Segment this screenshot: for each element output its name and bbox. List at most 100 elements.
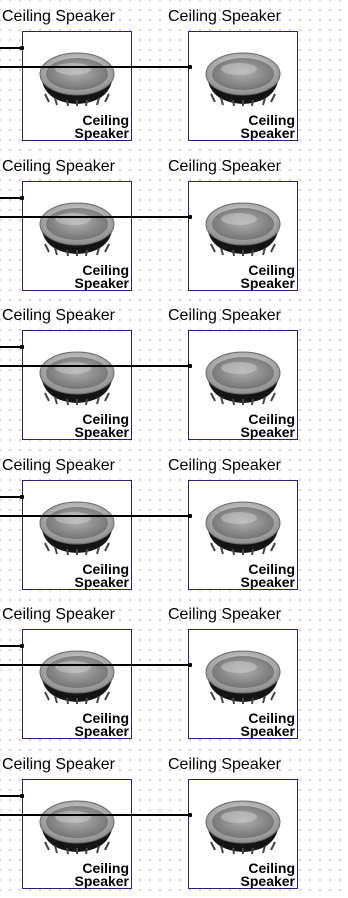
connection-wire[interactable] [0, 644, 24, 648]
block-title: Ceiling Speaker [2, 457, 115, 474]
connection-port[interactable] [188, 65, 192, 69]
ceiling-speaker-block[interactable]: Ceiling Speaker Ceiling Speaker [168, 8, 298, 150]
connection-port[interactable] [188, 215, 192, 219]
block-title: Ceiling Speaker [2, 307, 115, 324]
speaker-caption-line-2: Speaker [240, 723, 295, 739]
speaker-caption-line-1: Ceiling [248, 411, 295, 427]
speaker-caption-line-2: Speaker [74, 873, 129, 889]
speaker-caption-line-2: Speaker [240, 574, 295, 590]
speaker-symbol-box[interactable]: Ceiling Speaker [188, 31, 298, 141]
speaker-caption: Ceiling Speaker [240, 710, 295, 739]
block-title: Ceiling Speaker [168, 457, 281, 474]
ceiling-speaker-icon [193, 790, 293, 875]
speaker-caption-line-1: Ceiling [248, 860, 295, 876]
ceiling-speaker-block[interactable]: Ceiling Speaker Ceiling Speaker [168, 756, 298, 898]
speaker-caption: Ceiling Speaker [74, 561, 129, 590]
ceiling-speaker-icon [27, 640, 127, 725]
block-title: Ceiling Speaker [2, 8, 115, 25]
connection-wire[interactable] [0, 65, 192, 69]
connection-wire[interactable] [0, 794, 24, 798]
speaker-symbol-box[interactable]: Ceiling Speaker [22, 779, 132, 889]
ceiling-speaker-icon [193, 42, 293, 127]
speaker-caption: Ceiling Speaker [74, 112, 129, 141]
speaker-caption-line-2: Speaker [74, 125, 129, 141]
ceiling-speaker-block[interactable]: Ceiling Speaker Ceiling Speaker [2, 756, 132, 898]
speaker-caption-line-1: Ceiling [248, 710, 295, 726]
block-title: Ceiling Speaker [2, 158, 115, 175]
block-title: Ceiling Speaker [2, 606, 115, 623]
speaker-caption-line-2: Speaker [240, 873, 295, 889]
connection-wire[interactable] [0, 495, 24, 499]
speaker-symbol-box[interactable]: Ceiling Speaker [22, 629, 132, 739]
connection-port[interactable] [20, 794, 24, 798]
connection-port[interactable] [20, 495, 24, 499]
connection-wire[interactable] [0, 514, 192, 518]
connection-wire[interactable] [0, 46, 24, 50]
connection-port[interactable] [188, 514, 192, 518]
speaker-symbol-box[interactable]: Ceiling Speaker [22, 330, 132, 440]
connection-port[interactable] [188, 813, 192, 817]
speaker-caption: Ceiling Speaker [74, 710, 129, 739]
speaker-caption-line-1: Ceiling [82, 112, 129, 128]
speaker-caption: Ceiling Speaker [240, 262, 295, 291]
connection-wire[interactable] [0, 813, 192, 817]
speaker-caption: Ceiling Speaker [240, 860, 295, 889]
connection-port[interactable] [20, 345, 24, 349]
speaker-caption-line-2: Speaker [240, 275, 295, 291]
speaker-caption: Ceiling Speaker [74, 262, 129, 291]
speaker-caption-line-1: Ceiling [82, 710, 129, 726]
block-title: Ceiling Speaker [168, 606, 281, 623]
connection-wire[interactable] [0, 215, 192, 219]
speaker-caption-line-2: Speaker [74, 574, 129, 590]
speaker-caption: Ceiling Speaker [240, 562, 295, 590]
ceiling-speaker-block[interactable]: Ceiling Speaker Ceiling Speaker [2, 8, 132, 150]
speaker-caption-line-1: Ceiling [82, 411, 129, 427]
ceiling-speaker-block[interactable]: Ceiling Speaker Ceiling Speaker [2, 158, 132, 300]
block-title: Ceiling Speaker [168, 8, 281, 25]
speaker-caption-line-2: Speaker [240, 424, 295, 440]
block-title: Ceiling Speaker [168, 158, 281, 175]
connection-wire[interactable] [0, 345, 24, 349]
speaker-symbol-box[interactable]: Ceiling Speaker [188, 330, 298, 440]
ceiling-speaker-block[interactable]: Ceiling Speaker Ceiling Speaker [168, 307, 298, 449]
ceiling-speaker-block[interactable]: Ceiling Speaker Ceiling Speaker [2, 307, 132, 449]
block-title: Ceiling Speaker [168, 307, 281, 324]
speaker-caption-line-1: Ceiling [248, 262, 295, 278]
speaker-symbol-box[interactable]: Ceiling Speaker [22, 31, 132, 141]
ceiling-speaker-block[interactable]: Ceiling Speaker Ceiling Speaker [168, 606, 298, 748]
block-title: Ceiling Speaker [168, 756, 281, 773]
speaker-caption: Ceiling Speaker [74, 860, 129, 889]
speaker-caption-line-1: Ceiling [82, 860, 129, 876]
speaker-symbol-box[interactable]: Ceiling Speaker [188, 181, 298, 291]
connection-wire[interactable] [0, 364, 192, 368]
connection-port[interactable] [20, 644, 24, 648]
ceiling-speaker-icon [193, 640, 293, 725]
connection-port[interactable] [20, 196, 24, 200]
connection-port[interactable] [20, 46, 24, 50]
speaker-caption: Ceiling Speaker [74, 411, 129, 440]
speaker-caption-line-1: Ceiling [82, 262, 129, 278]
ceiling-speaker-icon [193, 491, 293, 576]
speaker-symbol-box[interactable]: Ceiling Speaker [22, 480, 132, 590]
speaker-symbol-box[interactable]: Ceiling Speaker [188, 629, 298, 739]
ceiling-speaker-block[interactable]: Ceiling Speaker Ceiling Speaker [2, 606, 132, 748]
ceiling-speaker-block[interactable]: Ceiling Speaker Ceiling Speaker [168, 158, 298, 300]
speaker-caption-line-1: Ceiling [82, 561, 129, 577]
ceiling-speaker-block[interactable]: Ceiling Speaker Ceiling Speaker [2, 457, 132, 599]
speaker-caption-line-2: Speaker [74, 275, 129, 291]
ceiling-speaker-icon [193, 192, 293, 277]
speaker-caption-line-2: Speaker [240, 125, 295, 141]
speaker-caption: Ceiling Speaker [240, 113, 295, 141]
ceiling-speaker-icon [193, 341, 293, 426]
speaker-symbol-box[interactable]: Ceiling Speaker [188, 779, 298, 889]
speaker-caption-line-2: Speaker [74, 424, 129, 440]
speaker-caption-line-2: Speaker [74, 723, 129, 739]
connection-wire[interactable] [0, 196, 24, 200]
connection-wire[interactable] [0, 663, 192, 667]
speaker-caption: Ceiling Speaker [240, 411, 295, 440]
speaker-symbol-box[interactable]: Ceiling Speaker [22, 181, 132, 291]
speaker-symbol-box[interactable]: Ceiling Speaker [188, 480, 298, 590]
connection-port[interactable] [188, 663, 192, 667]
ceiling-speaker-block[interactable]: Ceiling Speaker Ceiling Speaker [168, 457, 298, 599]
connection-port[interactable] [188, 364, 192, 368]
